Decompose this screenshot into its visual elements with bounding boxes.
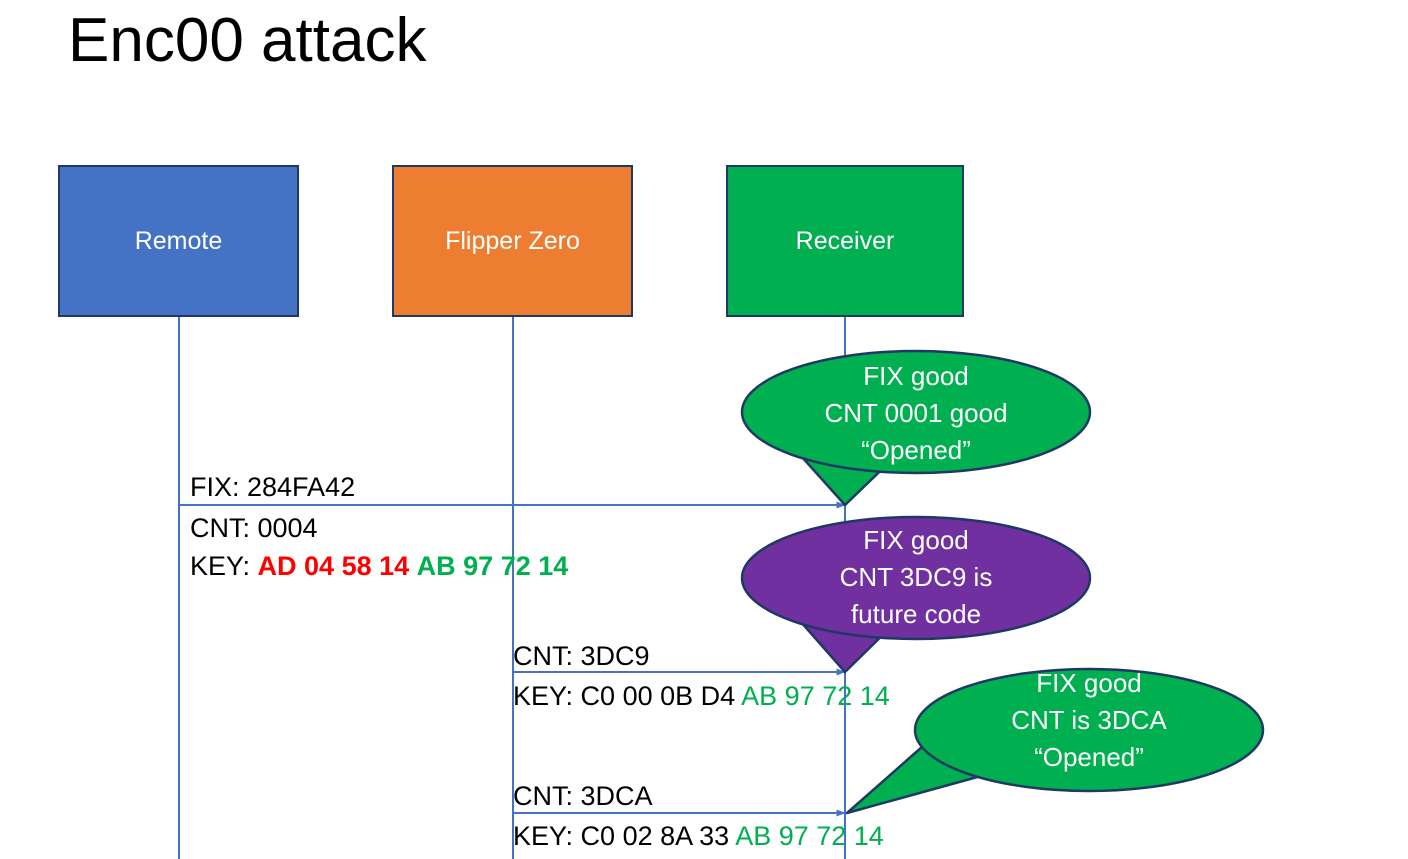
message-1-key-label: KEY: AD 04 58 14 AB 97 72 14 (190, 549, 568, 583)
message-1-key-part1: AD 04 58 14 (257, 551, 410, 581)
message-3-key-part1: C0 02 8A 33 (580, 821, 730, 851)
callout-1-text: FIX good CNT 0001 good “Opened” (742, 358, 1090, 469)
message-2-key-label: KEY: C0 00 0B D4 AB 97 72 14 (513, 679, 890, 713)
message-3-key-label: KEY: C0 02 8A 33 AB 97 72 14 (513, 819, 884, 853)
actor-label-flipper-zero: Flipper Zero (445, 227, 580, 255)
message-3-cnt-label: CNT: 3DCA (513, 781, 653, 811)
callout-1-line-3: “Opened” (861, 435, 971, 465)
actor-label-receiver: Receiver (795, 227, 895, 255)
callout-1-line-2: CNT 0001 good (824, 398, 1008, 428)
message-2-key-prefix: KEY: (513, 681, 581, 711)
message-1-key-prefix: KEY: (190, 551, 258, 581)
callout-3-line-2: CNT is 3DCA (1011, 705, 1167, 735)
callout-2-line-1: FIX good (863, 525, 969, 555)
message-2-key-part1: C0 00 0B D4 (580, 681, 736, 711)
callout-2-line-2: CNT 3DC9 is (839, 562, 993, 592)
message-1-key-part2: AB 97 72 14 (416, 551, 569, 581)
actor-box-receiver[interactable]: Receiver (726, 165, 964, 317)
message-2-cnt-label: CNT: 3DC9 (513, 641, 650, 671)
callout-1-line-1: FIX good (863, 361, 969, 391)
message-2-key-part2: AB 97 72 14 (741, 681, 890, 711)
actor-box-flipper-zero[interactable]: Flipper Zero (392, 165, 633, 317)
callout-3-text: FIX good CNT is 3DCA “Opened” (915, 665, 1263, 776)
callout-2-text: FIX good CNT 3DC9 is future code (742, 522, 1090, 633)
message-3-key-prefix: KEY: (513, 821, 581, 851)
callout-3-line-1: FIX good (1036, 668, 1142, 698)
callout-2-line-3: future code (850, 599, 982, 629)
message-1-fix-label: FIX: 284FA42 (190, 472, 356, 502)
page-title: Enc00 attack (68, 6, 427, 75)
message-1-cnt-label: CNT: 0004 (190, 513, 318, 543)
message-3-key-part2: AB 97 72 14 (735, 821, 884, 851)
callout-3-line-3: “Opened” (1034, 742, 1144, 772)
actor-label-remote: Remote (134, 227, 223, 255)
message-1-key-space (409, 551, 417, 581)
actor-box-remote[interactable]: Remote (58, 165, 299, 317)
